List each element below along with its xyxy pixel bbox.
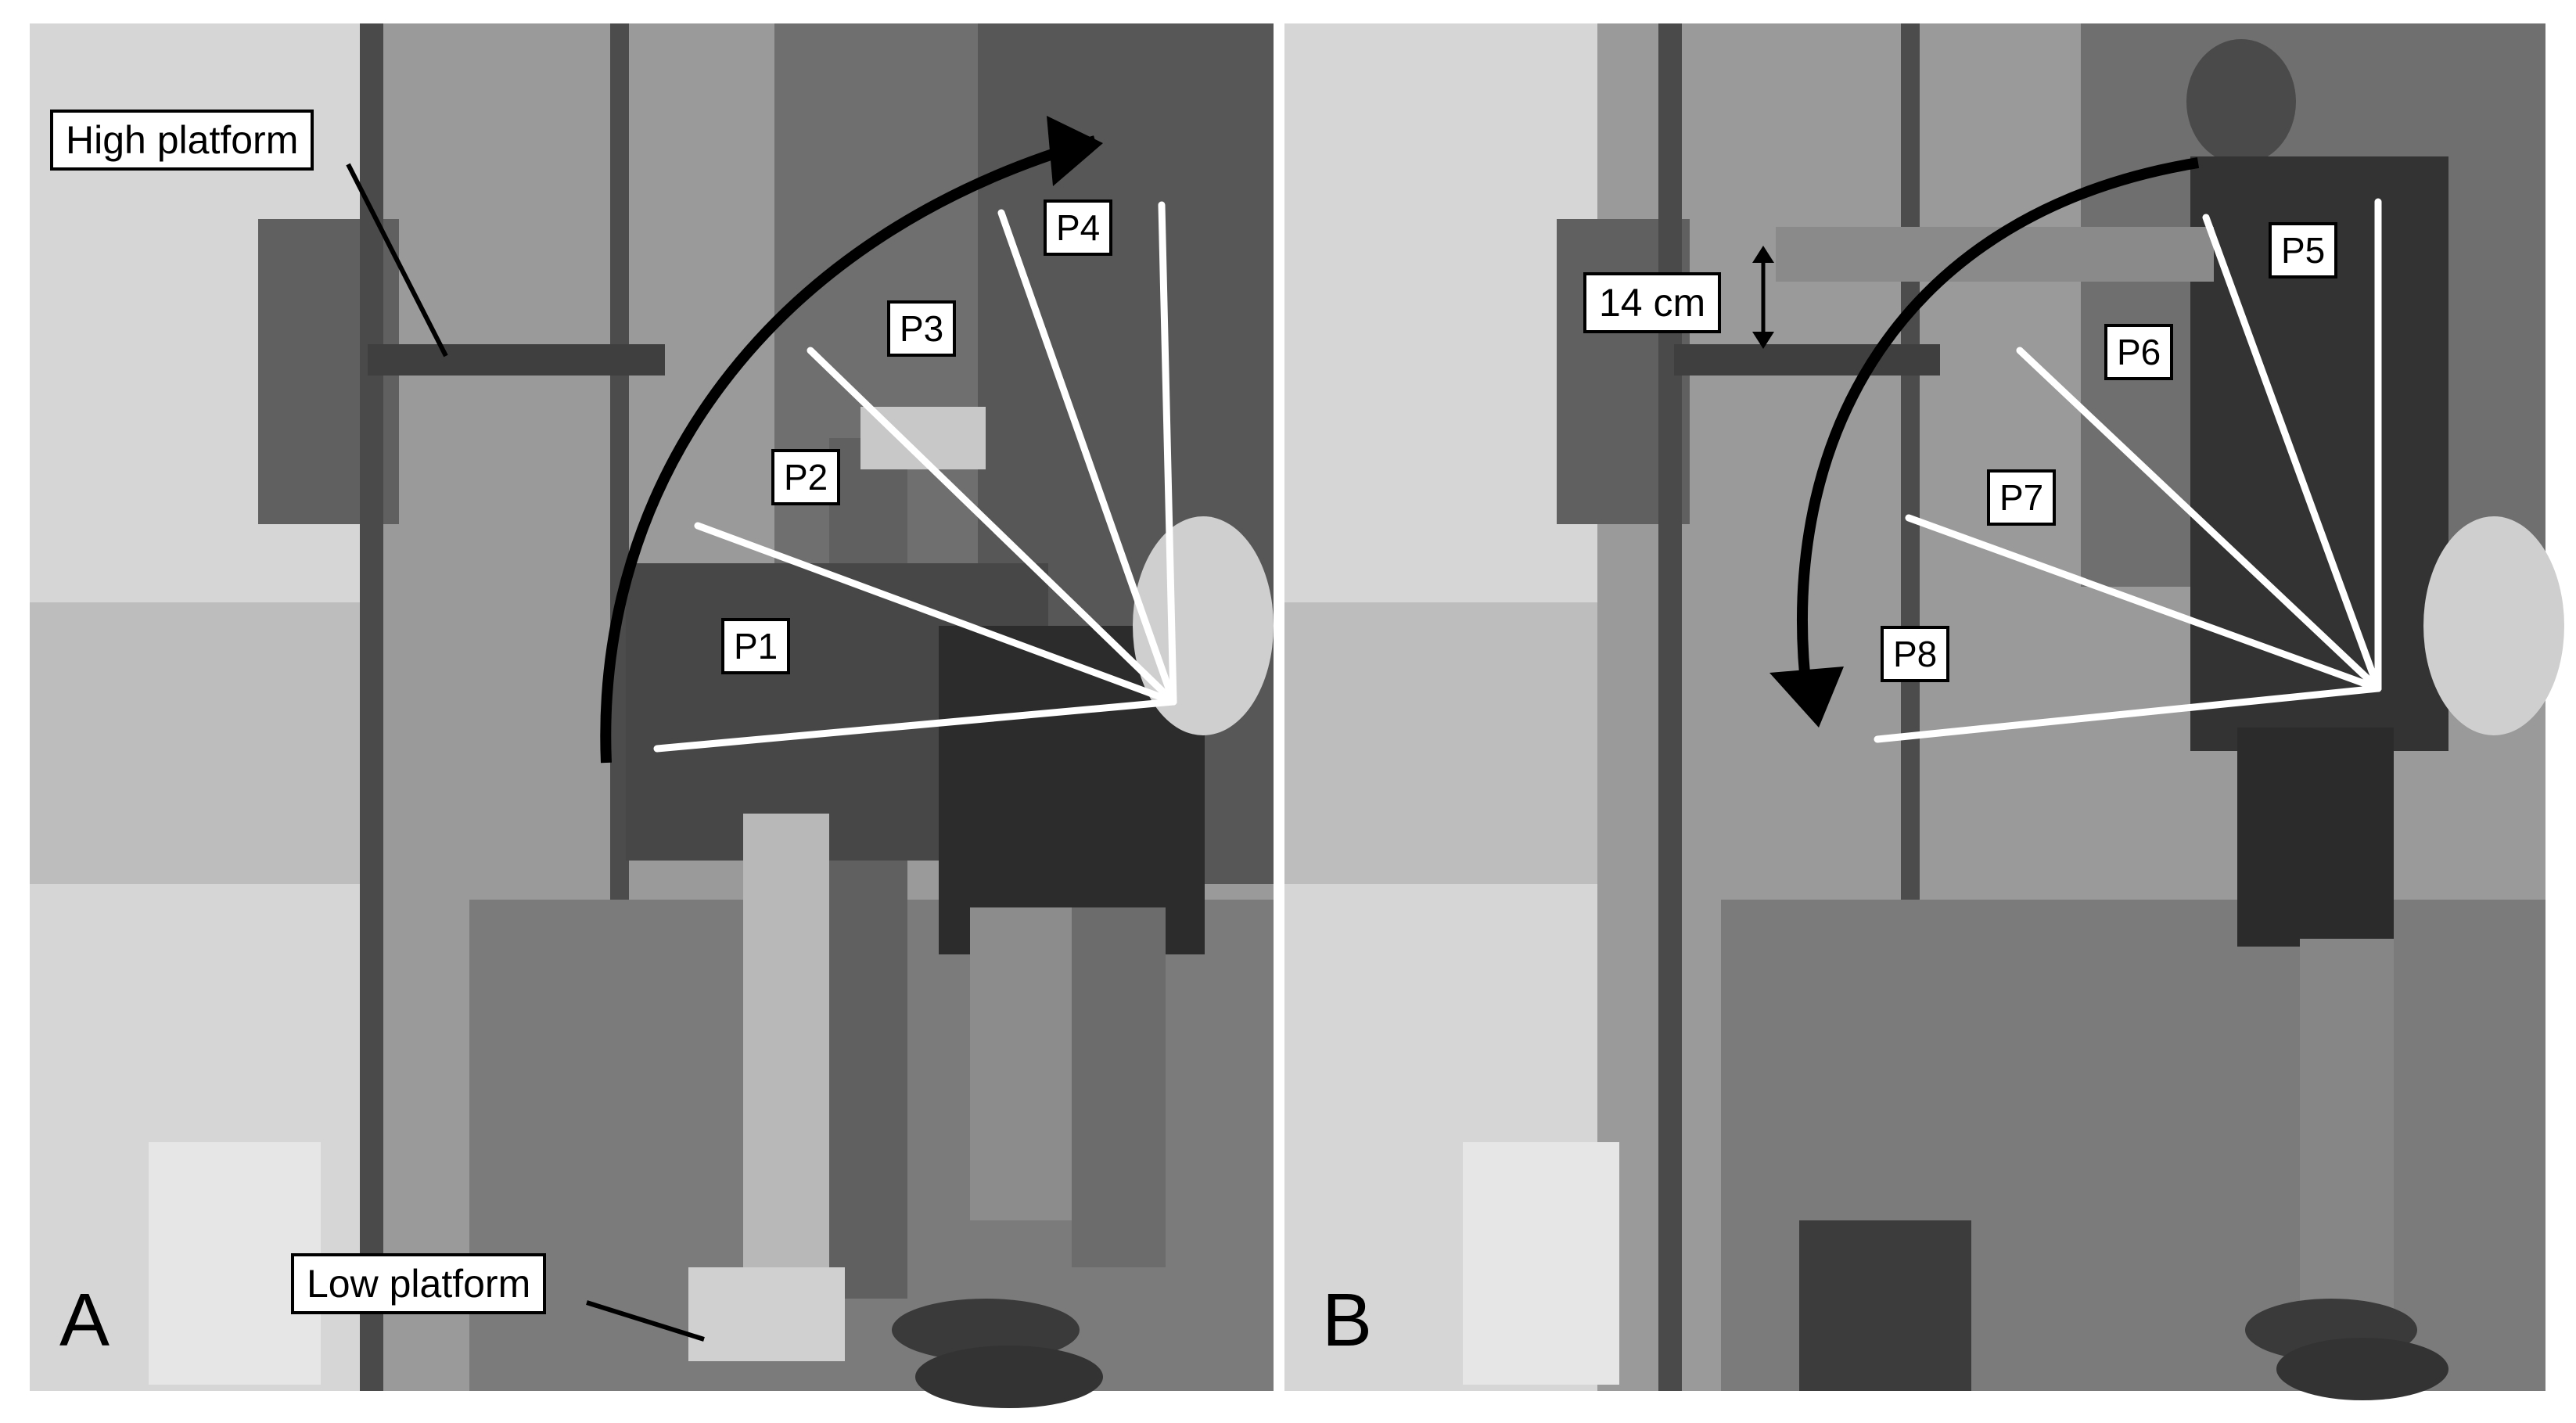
panel-letter-a: A (59, 1278, 110, 1362)
position-label-p2: P2 (771, 449, 841, 505)
position-label-p7: P7 (1987, 469, 2057, 526)
position-label-p3: P3 (887, 300, 957, 357)
low-platform-label: Low platform (291, 1253, 547, 1314)
line-p6 (2016, 347, 2382, 692)
line-p1 (653, 698, 1177, 753)
position-label-p1: P1 (721, 618, 791, 674)
position-label-p6: P6 (2104, 324, 2174, 380)
position-label-p8: P8 (1881, 626, 1950, 682)
panel-letter-b: B (1322, 1278, 1373, 1362)
line-p8 (1874, 685, 2382, 743)
high-platform-leader (346, 163, 448, 358)
panel-b-position-lines (1874, 198, 2382, 743)
height-arrow-bottom (1752, 332, 1774, 349)
position-label-p4: P4 (1044, 199, 1113, 256)
panel-b-arrowhead (1769, 667, 1844, 728)
position-label-p5: P5 (2269, 222, 2338, 278)
panel-b-photo (1284, 23, 2564, 1400)
line-p5 (2202, 214, 2382, 692)
line-p7 (1905, 514, 2382, 692)
line-p4-vertical (1158, 201, 1177, 706)
line-p3 (807, 347, 1177, 706)
height-label: 14 cm (1583, 272, 1722, 333)
panel-b-arc-arrow (1797, 157, 2200, 697)
panel-a-position-lines (653, 201, 1177, 753)
line-p2 (694, 522, 1177, 706)
panel-a-arrowhead (1047, 116, 1103, 186)
line-p4 (997, 209, 1177, 706)
height-arrow-top (1752, 246, 1774, 263)
high-platform-label: High platform (50, 110, 314, 171)
panel-a-arc-arrow (600, 135, 1097, 764)
low-platform-leader (586, 1300, 705, 1342)
panel-divider (1274, 23, 1284, 1391)
